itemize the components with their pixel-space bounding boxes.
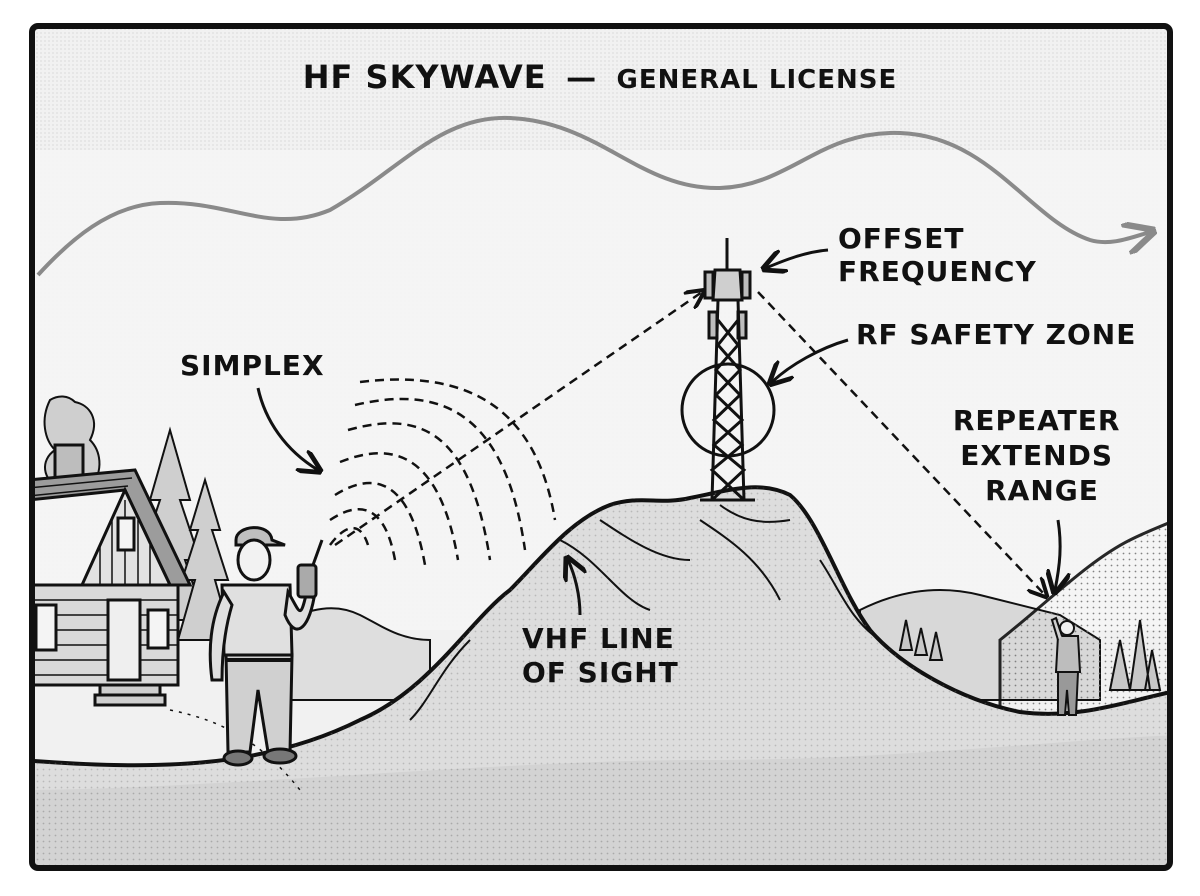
title-dash: — bbox=[566, 61, 597, 96]
label-repeater: REPEATER EXTENDS RANGE bbox=[953, 404, 1131, 507]
cabin-upper-window bbox=[116, 516, 136, 552]
cabin-door bbox=[106, 598, 142, 682]
label-vhf-line2: OF SIGHT bbox=[522, 656, 679, 689]
cabin bbox=[32, 443, 193, 707]
callout-arrows bbox=[256, 248, 1060, 616]
vhf-arrow bbox=[568, 560, 580, 616]
operator-right bbox=[1050, 616, 1082, 716]
operator-boot-left bbox=[222, 749, 254, 767]
label-offset-frequency: OFFSET FREQUENCY bbox=[838, 222, 1037, 288]
cabin-window-right bbox=[146, 608, 170, 650]
operator-head bbox=[236, 538, 272, 582]
simplex-arrow bbox=[256, 387, 318, 470]
label-vhf-line1: VHF LINE bbox=[522, 622, 675, 655]
operator-left bbox=[208, 526, 324, 767]
rf-safety-zone-circle bbox=[680, 362, 776, 458]
simplex-radio-waves bbox=[329, 378, 557, 566]
rf-safety-arrow bbox=[772, 338, 849, 382]
operator-boot-right bbox=[262, 747, 298, 765]
label-repeater-line1: REPEATER bbox=[953, 404, 1121, 437]
label-repeater-line2: EXTENDS bbox=[960, 439, 1113, 472]
title-main: HF SKYWAVE bbox=[303, 58, 547, 96]
cabin-window-left bbox=[34, 603, 58, 652]
label-repeater-line3: RANGE bbox=[985, 474, 1099, 507]
repeater-tower bbox=[680, 238, 776, 502]
diagram-title: HF SKYWAVE — GENERAL LICENSE bbox=[303, 58, 898, 96]
panel-border bbox=[29, 23, 1173, 871]
label-offset-line1: OFFSET bbox=[838, 222, 964, 255]
operator-torso bbox=[220, 583, 294, 657]
skywave-curve bbox=[36, 115, 1150, 277]
operator-left-arm bbox=[208, 588, 234, 682]
right-mountain bbox=[998, 517, 1170, 722]
handheld-radio bbox=[296, 563, 318, 599]
label-simplex: SIMPLEX bbox=[180, 349, 325, 382]
label-offset-line2: FREQUENCY bbox=[838, 255, 1037, 288]
title-sub: GENERAL LICENSE bbox=[617, 65, 898, 95]
label-rf-safety-zone: RF SAFETY ZONE bbox=[856, 318, 1136, 351]
hill-ridge-lines bbox=[409, 504, 881, 721]
label-vhf-line-of-sight: VHF LINE OF SIGHT bbox=[522, 622, 686, 689]
cabin-steps bbox=[93, 683, 167, 707]
signal-path-from-tower bbox=[757, 291, 1045, 595]
shrubs-right bbox=[898, 619, 1162, 691]
offset-frequency-arrow bbox=[766, 248, 829, 268]
repeater-arrow bbox=[1055, 519, 1060, 590]
